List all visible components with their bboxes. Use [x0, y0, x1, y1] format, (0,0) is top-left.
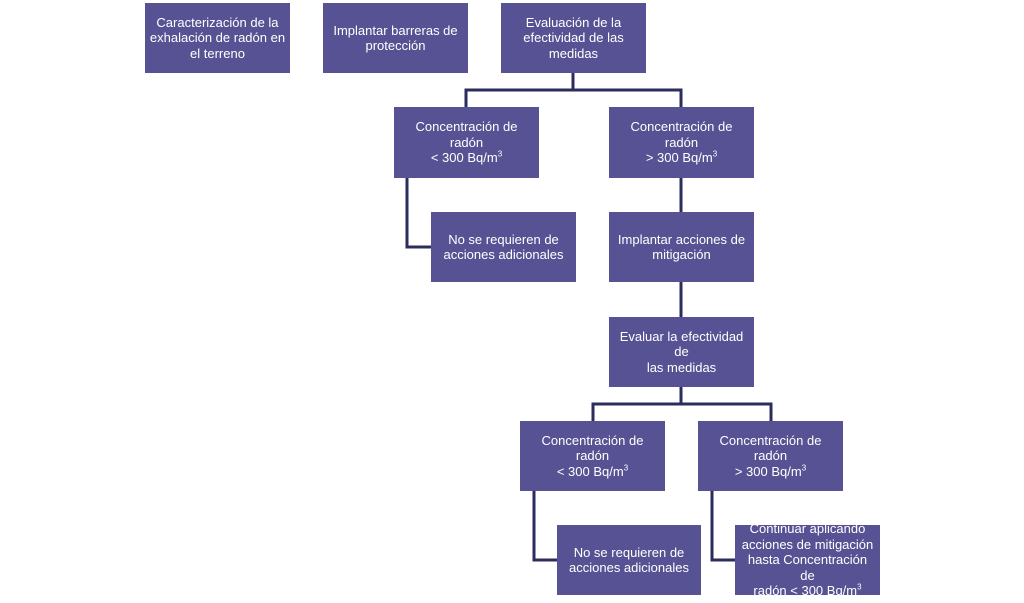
unit-exponent: 3 — [623, 463, 629, 473]
node-concentration-high-2: Concentración de radón > 300 Bq/m3 — [698, 421, 843, 491]
node-text-line: mitigación — [652, 247, 711, 262]
node-text-line: No se requieren de — [448, 231, 559, 247]
node-text-line: acciones adicionales — [569, 560, 689, 575]
node-text-line: Implantar acciones de — [617, 231, 746, 247]
unit-exponent: 3 — [857, 582, 862, 592]
concentration-value: < 300 Bq/m — [430, 150, 498, 166]
node-text-line: > 300 Bq/m3 — [613, 150, 750, 166]
node-text-line: Concentración de radón — [630, 119, 733, 150]
node-text-line: Caracterización de la — [156, 14, 279, 30]
node-protection-barriers: Implantar barreras de protección — [323, 3, 468, 73]
connector-low1-to-no-actions1 — [405, 176, 433, 249]
connector-high2-to-continue — [710, 489, 737, 562]
concentration-value: radón < 300 Bq/m — [753, 583, 858, 599]
node-concentration-low-1: Concentración de radón < 300 Bq/m3 — [394, 107, 539, 178]
node-text-line: protección — [365, 38, 426, 53]
unit-exponent: 3 — [712, 149, 718, 159]
node-concentration-low-2: Concentración de radón < 300 Bq/m3 — [520, 421, 665, 491]
node-text-line: Continuar aplicando — [749, 521, 866, 537]
node-evaluate-effectiveness: Evaluar la efectividad de las medidas — [609, 317, 754, 387]
concentration-value: > 300 Bq/m — [645, 150, 713, 166]
node-no-actions-2: No se requieren de acciones adicionales — [557, 525, 701, 595]
node-text-line: medidas — [548, 45, 599, 61]
node-text-line: el terreno — [190, 45, 245, 61]
node-text-line: Concentración de radón — [541, 432, 644, 464]
node-no-actions-1: No se requieren de acciones adicionales — [431, 212, 576, 282]
node-continue-mitigation: Continuar aplicando acciones de mitigaci… — [735, 521, 880, 598]
concentration-value: < 300 Bq/m — [556, 463, 624, 479]
unit-exponent: 3 — [497, 149, 503, 159]
node-text-line: No se requieren de — [573, 544, 685, 560]
node-radon-exhalation: Caracterización de la exhalación de radó… — [145, 3, 290, 73]
node-text-line: Evaluar la efectividad de — [619, 328, 744, 360]
connector-evaluation-to-branches — [464, 71, 683, 109]
node-text-line: > 300 Bq/m3 — [702, 464, 839, 480]
node-concentration-high-1: Concentración de radón > 300 Bq/m3 — [609, 107, 754, 178]
node-text-line: acciones adicionales — [443, 247, 564, 262]
node-text-line: Evaluación de la — [525, 14, 622, 30]
node-text-line: efectividad de las — [523, 30, 624, 46]
node-text-line: < 300 Bq/m3 — [524, 464, 661, 480]
node-text-line: Concentración de radón — [415, 119, 518, 150]
node-measures-evaluation: Evaluación de la efectividad de las medi… — [501, 3, 646, 73]
node-text-line: Implantar barreras de — [333, 22, 458, 38]
node-text-line: exhalación de radón en — [149, 30, 286, 46]
node-text-line: acciones de mitigación — [741, 536, 874, 552]
connector-low2-to-no-actions2 — [532, 489, 559, 562]
unit-exponent: 3 — [801, 463, 807, 473]
node-mitigation-actions: Implantar acciones de mitigación — [609, 212, 754, 282]
node-text-line: hasta Concentración de — [747, 552, 868, 583]
concentration-value: > 300 Bq/m — [734, 463, 802, 479]
node-text-line: radón < 300 Bq/m3 — [739, 583, 876, 599]
node-text-line: < 300 Bq/m3 — [398, 150, 535, 166]
node-text-line: las medidas — [646, 359, 717, 375]
connector-evaluate-to-branches — [591, 385, 773, 423]
node-text-line: Concentración de radón — [719, 432, 822, 464]
